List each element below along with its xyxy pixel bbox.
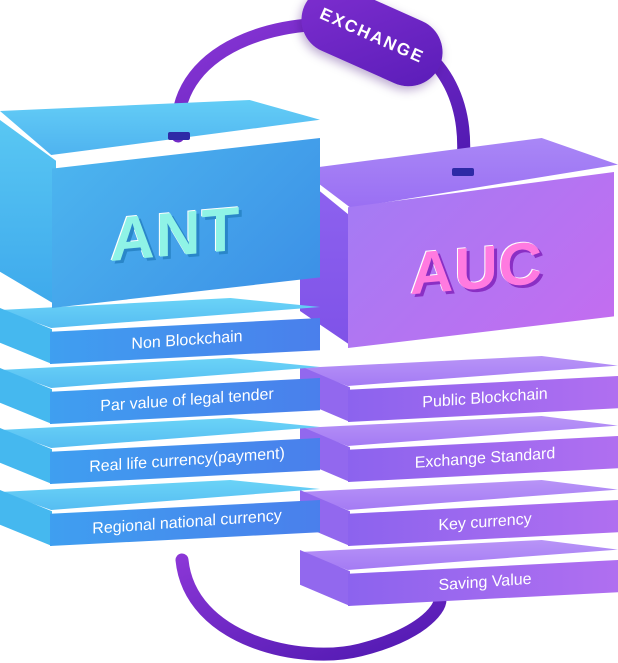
auc-item-2: Exchange Standard xyxy=(300,416,618,482)
ant-item-4: Regional national currency xyxy=(0,480,320,546)
auc-item-4: Saving Value xyxy=(300,540,618,606)
ant-title: ANT xyxy=(110,194,241,275)
auc-item-3: Key currency xyxy=(300,480,618,546)
auc-item-1: Public Blockchain xyxy=(300,356,618,422)
ant-item-2: Par value of legal tender xyxy=(0,358,320,424)
ant-block-front xyxy=(52,138,320,308)
ant-ring-connector xyxy=(168,132,190,140)
ant-item-3: Real life currency(payment) xyxy=(0,418,320,484)
exchange-ring-lower-arc xyxy=(175,553,447,661)
auc-ring-connector xyxy=(452,168,474,176)
ant-item-1: Non Blockchain xyxy=(0,298,320,364)
